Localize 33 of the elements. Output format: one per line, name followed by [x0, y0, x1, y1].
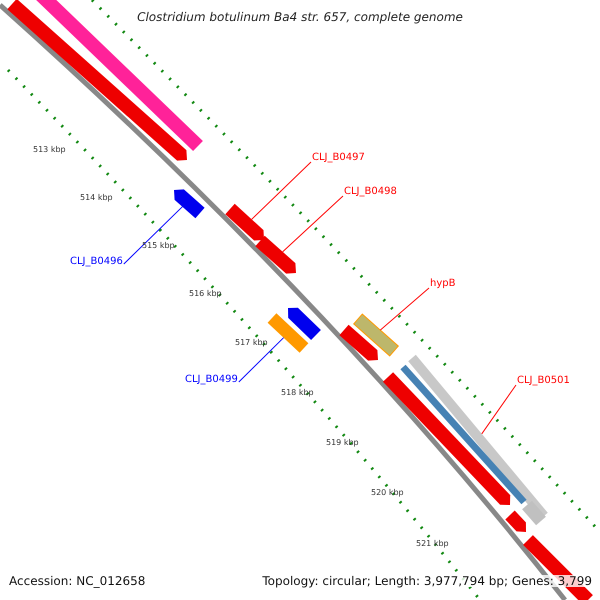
gene-label: CLJ_B0496: [70, 257, 123, 267]
gene-feature: [288, 308, 321, 340]
gene-feature: [505, 510, 526, 532]
position-label: 513 kbp: [33, 146, 66, 154]
position-label: 515 kbp: [142, 242, 175, 250]
gene-feature: [255, 236, 296, 274]
gene-feature: [522, 500, 546, 526]
position-label: 521 kbp: [416, 540, 449, 548]
position-label: 517 kbp: [235, 339, 268, 347]
gene-label: CLJ_B0497: [312, 153, 365, 163]
gene-feature: [225, 204, 264, 240]
position-label: 519 kbp: [326, 439, 359, 447]
title: Clostridium botulinum Ba4 str. 657, complete genome: [136, 11, 464, 23]
gene-feature: [268, 313, 308, 353]
gene-feature: [174, 189, 205, 218]
leader-line: [123, 206, 183, 264]
gene-feature: [339, 324, 378, 361]
position-label: 518 kbp: [281, 389, 314, 397]
leader-line: [282, 196, 344, 252]
position-label: 516 kbp: [189, 290, 222, 298]
gene-label: CLJ_B0498: [344, 187, 397, 197]
gene-label: CLJ_B0501: [517, 376, 570, 386]
gene-feature: [353, 313, 399, 357]
leader-line: [481, 384, 516, 434]
footer-text: Topology: circular; Length: 3,977,794 bp; Genes: 3,799: [262, 575, 592, 587]
position-label: 520 kbp: [371, 489, 404, 497]
leader-line: [251, 162, 312, 220]
gene-label: CLJ_B0499: [185, 375, 238, 385]
footer-text: Accession: NC_012658: [9, 575, 146, 587]
leader-line: [238, 337, 284, 382]
gene-label: hypB: [430, 279, 456, 289]
position-label: 514 kbp: [80, 194, 113, 202]
leader-line: [380, 288, 430, 331]
